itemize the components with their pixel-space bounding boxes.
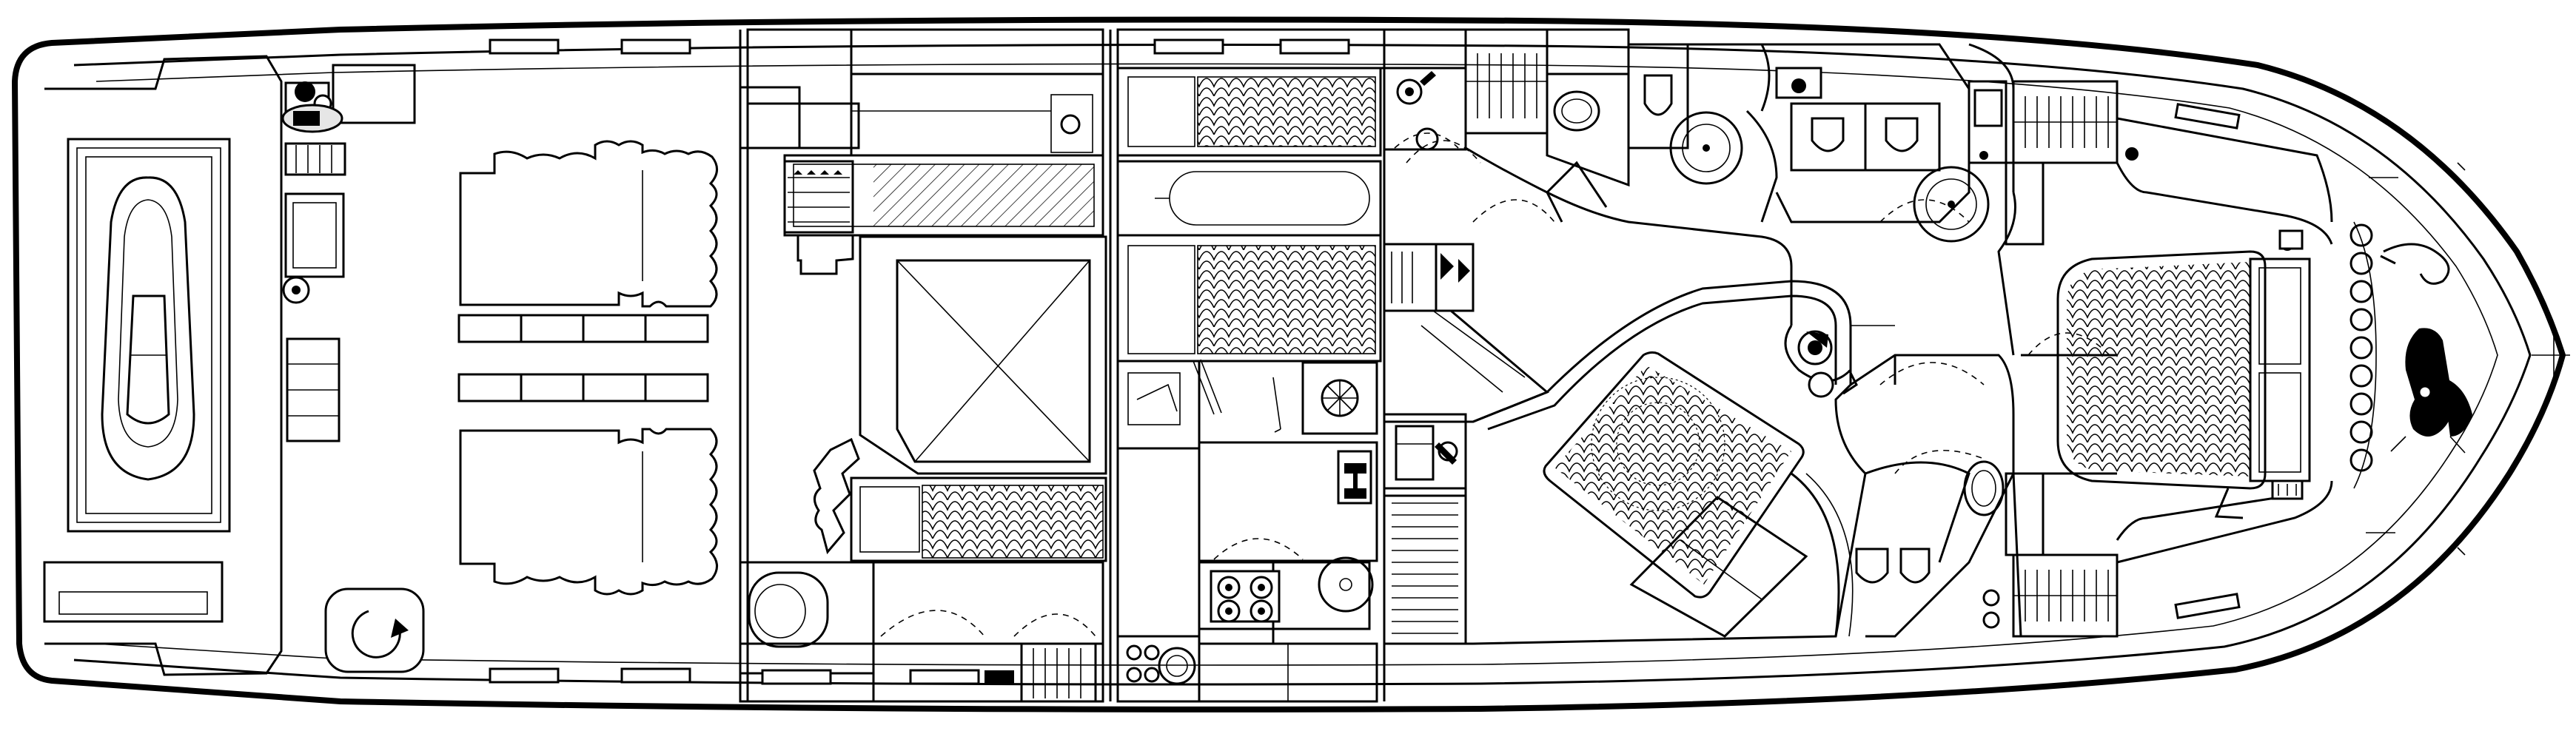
galley-storage bbox=[850, 28, 1104, 157]
midship-corridor bbox=[1406, 68, 1793, 326]
portside-storage bbox=[1383, 28, 1467, 151]
central-head bbox=[1762, 43, 1990, 243]
starboard-equipment bbox=[1383, 413, 1473, 645]
aft-cabin-bed bbox=[850, 476, 1107, 562]
transom-equipment bbox=[281, 64, 416, 304]
chain-locker bbox=[2349, 221, 2377, 489]
aft-steps bbox=[286, 337, 341, 442]
master-hull-window bbox=[1791, 472, 1854, 637]
galley-cooktop bbox=[1272, 361, 1378, 435]
galley-sink bbox=[1116, 359, 1222, 450]
transom-bench bbox=[43, 561, 224, 623]
lower-bunk-port bbox=[1116, 234, 1382, 363]
aft-lockers bbox=[739, 642, 1104, 703]
galley-floor bbox=[1198, 441, 1378, 613]
galley-appliances bbox=[1020, 635, 1378, 703]
dinette-seat bbox=[813, 437, 860, 555]
forward-bed bbox=[2056, 229, 2311, 519]
hanging-locker-2 bbox=[1968, 80, 2119, 164]
dining-table bbox=[859, 235, 1107, 475]
aft-head bbox=[739, 561, 1104, 675]
deck-cleats bbox=[489, 38, 691, 684]
hull-outline bbox=[12, 16, 2570, 713]
master-bed bbox=[1543, 351, 1808, 638]
anchor-windlass bbox=[2380, 243, 2472, 454]
stove bbox=[1198, 561, 1371, 645]
upper-bunk-port bbox=[1116, 67, 1382, 157]
master-stateroom-walls bbox=[1472, 280, 1895, 645]
jet-ski-tender bbox=[101, 176, 195, 481]
deck-hatches bbox=[457, 314, 709, 402]
hanging-locker-3 bbox=[1982, 553, 2119, 638]
bow-shade bbox=[2366, 162, 2466, 556]
salon-settee-port bbox=[459, 140, 718, 308]
port-head bbox=[1546, 28, 1778, 223]
tender-davit bbox=[324, 587, 425, 673]
forward-port-shelf bbox=[2005, 161, 2045, 556]
salon-counter bbox=[783, 154, 1104, 275]
head-vent bbox=[1784, 325, 1858, 398]
salon-settee-starboard bbox=[459, 428, 718, 596]
swim-platform bbox=[44, 55, 283, 676]
bathtub bbox=[1116, 160, 1382, 237]
